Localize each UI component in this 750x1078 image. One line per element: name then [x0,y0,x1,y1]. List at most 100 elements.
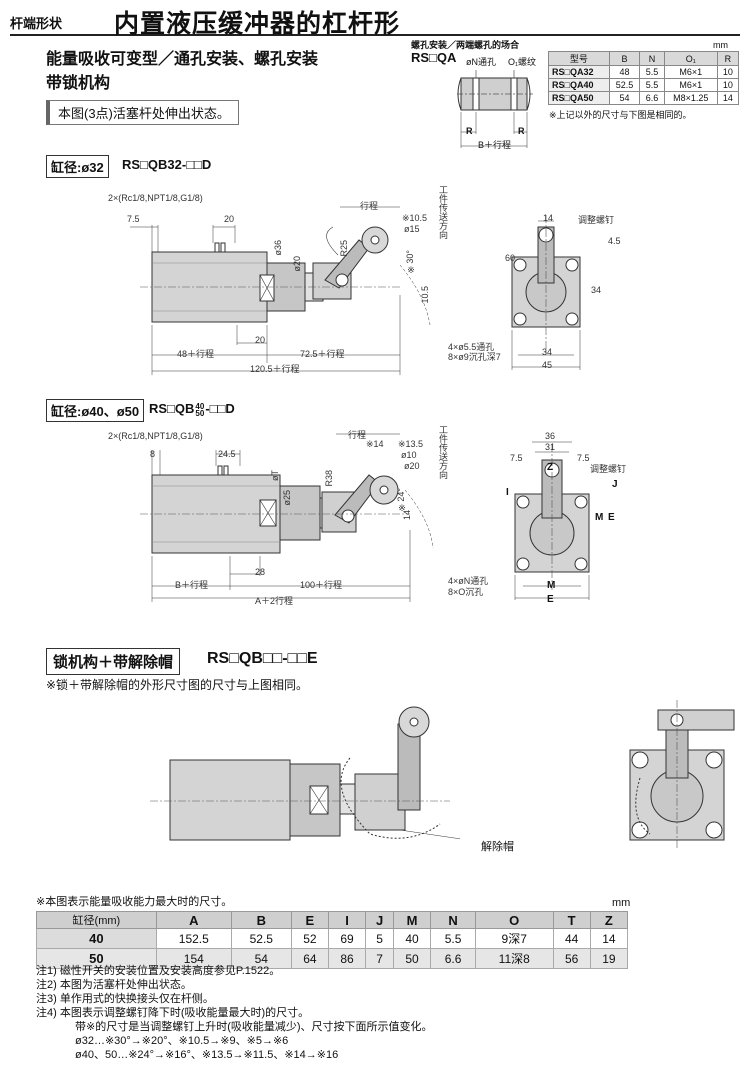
thread-col-header: R [716,51,740,66]
s2-d14: ※14 [366,439,384,449]
s1-d1205: 120.5＋行程 [250,364,300,374]
s2-z: Z [547,462,554,473]
s1-phi36: ø36 [273,240,283,256]
s2-a-stroke: A＋2行程 [255,596,294,606]
dim-col-header: B [230,911,292,929]
s2-stroke: 行程 [348,430,367,440]
thread-model: RS□QA [411,50,457,65]
thread-col-header: O₁ [663,51,718,66]
thread-table-cell: 54 [608,91,641,105]
s2-i: I [506,487,509,498]
s2-j: J [612,479,618,490]
intro-line-1: 能量吸收可变型／通孔安装、螺孔安装 [46,51,319,68]
dim-table-cell: 5.5 [430,928,476,949]
thread-table-cell: RS□QA40 [548,78,610,92]
s2-phiT: øT [270,470,280,481]
thread-r-left: R [466,126,473,136]
s2-e: E [608,512,615,523]
s2-port: 2×(Rc1/8,NPT1/8,G1/8) [108,431,203,441]
s1-d34a: 34 [591,285,602,295]
s2-ang24: ※24° [396,488,406,512]
section2-side-view [140,433,434,602]
dim-table-cell: 52.5 [230,928,292,949]
page-header: 杆端形状 内置液压缓冲器的杠杆形 [10,4,740,38]
s2-d75b: 7.5 [577,453,590,463]
s1-ang30: ※30° [405,250,415,274]
s1-r25: R25 [339,240,349,257]
s1-d75: 7.5 [127,214,140,224]
dim-col-header: J [365,911,394,929]
dim-table-cell: 152.5 [155,928,232,949]
s1-stroke: 行程 [360,201,379,211]
s1-port: 2×(Rc1/8,NPT1/8,G1/8) [108,193,203,203]
dim-col-header: Z [589,911,629,929]
note-1: 注1) 磁性开关的安装位置及安装高度参见P.1522。 [36,965,281,977]
s2-phi10: ø10 [401,450,417,460]
dim-col-header: 缸径(mm) [36,911,157,929]
thread-caption: 螺孔安装／两端螺孔的场合 [411,40,520,50]
thread-col-header: N [639,51,665,66]
dim-table-cell: 44 [552,928,591,949]
thread-table-cell: M6×1 [663,78,718,92]
section1-side-view [130,206,431,375]
dim-table-cell: 11深8 [474,948,554,969]
thread-col-header: B [608,51,641,66]
dim-table-cell: 19 [589,948,629,969]
s1-d45: 4.5 [608,236,621,246]
s1-d34b: 34 [542,347,553,357]
dim-table-cell: 6.6 [430,948,476,969]
note-6: ø32…※30°→※20°、※10.5→※9、※5→※6 [75,1035,289,1047]
s2-e2: E [547,594,554,605]
s1-d20b: 20 [255,335,266,345]
note-2: 注2) 本图为活塞杆处伸出状态。 [36,979,192,991]
note-4: 注4) 本图表示调整螺钉降下时(吸收能量最大时)的尺寸。 [36,1007,310,1019]
s2-d75a: 7.5 [510,453,523,463]
thread-unit: mm [713,40,728,50]
thread-table-cell: M6×1 [663,65,718,79]
section3-note: ※锁＋带解除帽的外形尺寸图的尺寸与上图相同。 [46,678,309,692]
dim-table-cell: 86 [327,948,367,969]
s1-d725: 72.5＋行程 [300,349,345,359]
section3-side-view [150,706,460,841]
s2-direction: 工件传送方向 [438,425,448,479]
s1-holes2: 8×ø9沉孔深7 [448,352,501,362]
s1-direction: 工件传送方向 [438,185,448,239]
thread-footnote: ※上记以外的尺寸与下图是相同的。 [549,110,692,120]
s1-d45b: 45 [542,360,553,370]
s1-d48: 48＋行程 [177,349,215,359]
thread-table-cell: 10 [716,65,740,79]
s2-phi20: ø20 [404,461,420,471]
dim-table-unit: mm [612,897,631,909]
header-category: 杆端形状 [10,16,63,31]
s1-d60: 60 [505,253,516,263]
section3-model: RS□QB□□-□□E [207,650,318,667]
notes-block: 注1) 磁性开关的安装位置及安装高度参见P.1522。 注2) 本图为活塞杆处伸… [36,964,433,1062]
s1-d105b: 10.5 [420,286,430,304]
thread-table-cell: 52.5 [608,78,641,92]
dim-table-cell: 50 [392,948,432,969]
section1-front-view [511,215,581,370]
thread-table-cell: 6.6 [639,91,665,105]
dim-table-cell: 154 [155,948,232,969]
s2-screw: 调整螺钉 [590,464,627,474]
dim-col-header: E [290,911,329,929]
section2-bore: 缸径:ø40、ø50 [46,399,145,422]
s2-m2: M [547,580,556,591]
s2-d14b: 14 [402,510,412,521]
thread-hole-drawing [457,70,533,148]
page-title: 内置液压缓冲器的杠杆形 [114,10,401,38]
thread-table-cell: 10 [716,78,740,92]
thread-table-cell: M8×1.25 [663,91,718,105]
thread-b-label: B＋行程 [478,140,512,150]
thread-col-header: 型号 [548,51,610,66]
dim-col-header: O [474,911,554,929]
s2-m: M [595,512,604,523]
s1-holes1: 4×ø5.5通孔 [448,342,495,352]
dim-bore-cell: 50 [36,948,157,969]
